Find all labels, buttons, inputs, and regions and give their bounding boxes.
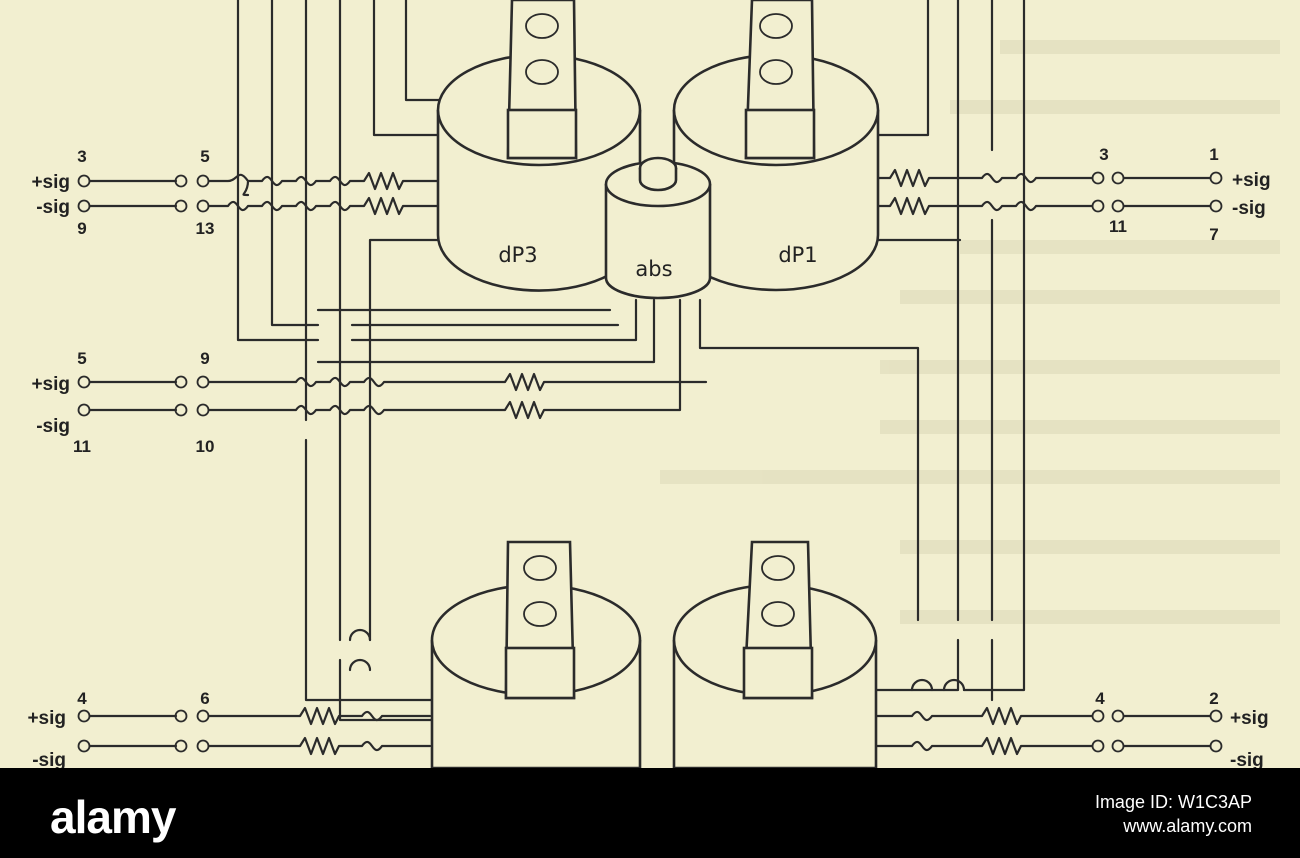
brand-logo: alamy (50, 791, 176, 843)
signal-label-plus: +sig (27, 708, 66, 729)
signal-label-minus: -sig (1232, 198, 1266, 219)
pin-label: 5 (200, 147, 209, 166)
transducer-dp1: dP1 (672, 0, 880, 292)
transducer-bottom-left (430, 540, 642, 768)
pin-label: 13 (196, 219, 215, 238)
pin-label: 3 (77, 147, 86, 166)
watermark-footer: alamy Image ID: W1C3AP www.alamy.com (0, 768, 1300, 858)
signal-label-minus: -sig (32, 750, 66, 768)
device-label: dP3 (498, 243, 537, 267)
connector-left-3: 4 6 +sig -sig (27, 628, 432, 768)
pin-label: 7 (1209, 225, 1218, 244)
connector-right-1: 3 11 1 7 +sig -sig (874, 145, 1271, 244)
transducer-bottom-right (672, 540, 878, 768)
image-id-block: Image ID: W1C3AP www.alamy.com (1095, 790, 1252, 838)
pin-label: 1 (1209, 145, 1218, 164)
connector-left-1: 3 9 5 13 +sig -sig (31, 147, 442, 238)
signal-label-minus: -sig (1230, 750, 1264, 768)
wiring-diagram: 3 9 5 13 +sig -sig 5 11 9 10 +sig -sig (27, 0, 1280, 768)
connector-right-2: 4 2 +sig -sig (874, 678, 1269, 768)
pin-label: 6 (200, 689, 209, 708)
sensor-abs: abs (604, 156, 712, 300)
left-bus-wires (236, 0, 638, 722)
background-text (660, 40, 1280, 624)
signal-label-minus: -sig (36, 416, 70, 437)
pin-label: 10 (196, 437, 215, 456)
connector-left-2: 5 11 9 10 +sig -sig (31, 298, 708, 456)
pin-label: 5 (77, 349, 86, 368)
device-label: dP1 (778, 243, 817, 267)
right-bus-wires (698, 0, 1026, 702)
signal-label-plus: +sig (1230, 708, 1269, 729)
signal-label-plus: +sig (31, 374, 70, 395)
pin-label: 4 (1095, 689, 1105, 708)
site-url: www.alamy.com (1123, 816, 1252, 836)
signal-label-plus: +sig (31, 172, 70, 193)
signal-label-minus: -sig (36, 197, 70, 218)
pin-label: 4 (77, 689, 87, 708)
pin-label: 9 (200, 349, 209, 368)
signal-label-plus: +sig (1232, 170, 1271, 191)
pin-label: 2 (1209, 689, 1218, 708)
transducer-dp3: dP3 (436, 0, 642, 292)
image-id: Image ID: W1C3AP (1094, 792, 1252, 812)
device-label: abs (635, 257, 672, 281)
pin-label: 11 (1109, 217, 1127, 236)
pin-label: 9 (77, 219, 86, 238)
pin-label: 3 (1099, 145, 1108, 164)
pin-label: 11 (73, 437, 91, 456)
